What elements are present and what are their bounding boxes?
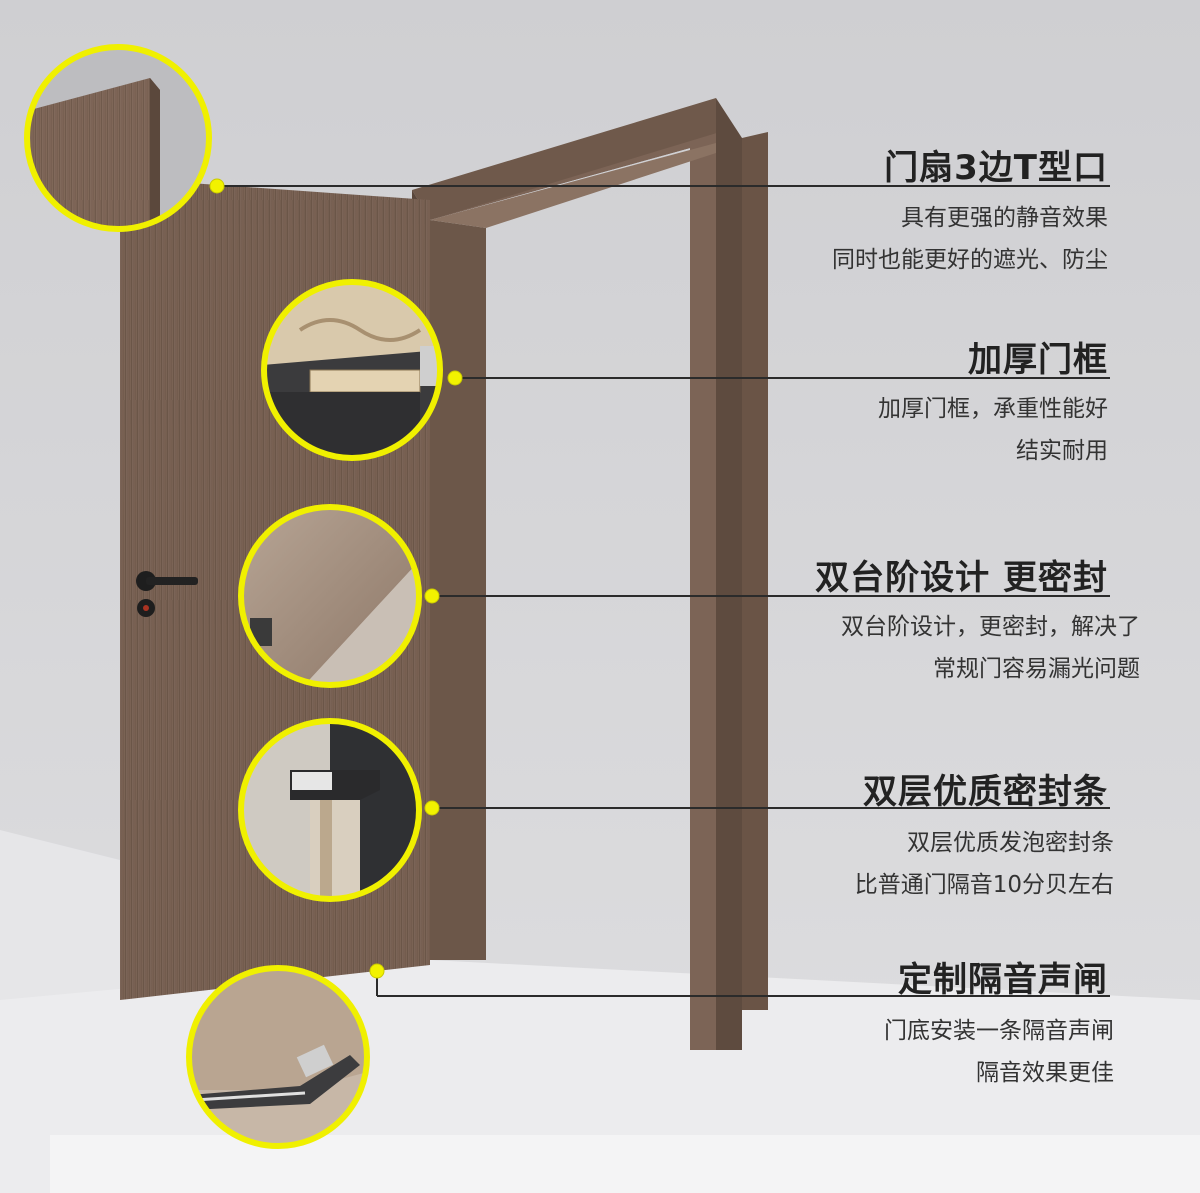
feature-desc-thick-frame: 加厚门框，承重性能好 结实耐用 <box>878 388 1108 472</box>
callout-lines <box>217 185 1110 997</box>
t-edge-detail <box>24 44 212 232</box>
feature-desc-line: 比普通门隔音10分贝左右 <box>854 872 1114 898</box>
door-handle <box>136 571 198 617</box>
feature-desc-line: 常规门容易漏光问题 <box>933 656 1140 682</box>
feature-desc-line: 双层优质发泡密封条 <box>907 830 1114 856</box>
feature-desc-double-step: 双台阶设计，更密封，解决了 常规门容易漏光问题 <box>841 606 1140 690</box>
floor-left <box>0 830 120 1000</box>
feature-desc-line: 隔音效果更佳 <box>976 1060 1114 1086</box>
feature-desc-line: 同时也能更好的遮光、防尘 <box>832 247 1108 273</box>
feature-desc-line: 门底安装一条隔音声闸 <box>884 1018 1114 1044</box>
feature-desc-line: 加厚门框，承重性能好 <box>878 396 1108 422</box>
feature-desc-line: 结实耐用 <box>1016 438 1108 464</box>
feature-desc-seal-strip: 双层优质发泡密封条 比普通门隔音10分贝左右 <box>855 822 1114 906</box>
feature-title-thick-frame: 加厚门框 <box>968 340 1108 380</box>
double-step-detail <box>238 504 422 688</box>
feature-desc-sound-gate: 门底安装一条隔音声闸 隔音效果更佳 <box>884 1010 1114 1094</box>
floor-foreground <box>50 1135 1200 1193</box>
feature-title-double-step: 双台阶设计 更密封 <box>815 558 1108 598</box>
feature-title-t-edge: 门扇3边T型口 <box>884 148 1108 188</box>
feature-title-sound-gate: 定制隔音声闸 <box>898 960 1108 1000</box>
callout-dots <box>209 178 463 979</box>
sound-gate-detail <box>186 965 370 1149</box>
door-frame <box>412 98 768 1050</box>
seal-strip-detail <box>238 718 422 902</box>
feature-desc-t-edge: 具有更强的静音效果 同时也能更好的遮光、防尘 <box>832 197 1108 281</box>
feature-desc-line: 具有更强的静音效果 <box>901 205 1108 231</box>
feature-desc-line: 双台阶设计，更密封，解决了 <box>841 614 1140 640</box>
feature-title-seal-strip: 双层优质密封条 <box>863 772 1108 812</box>
